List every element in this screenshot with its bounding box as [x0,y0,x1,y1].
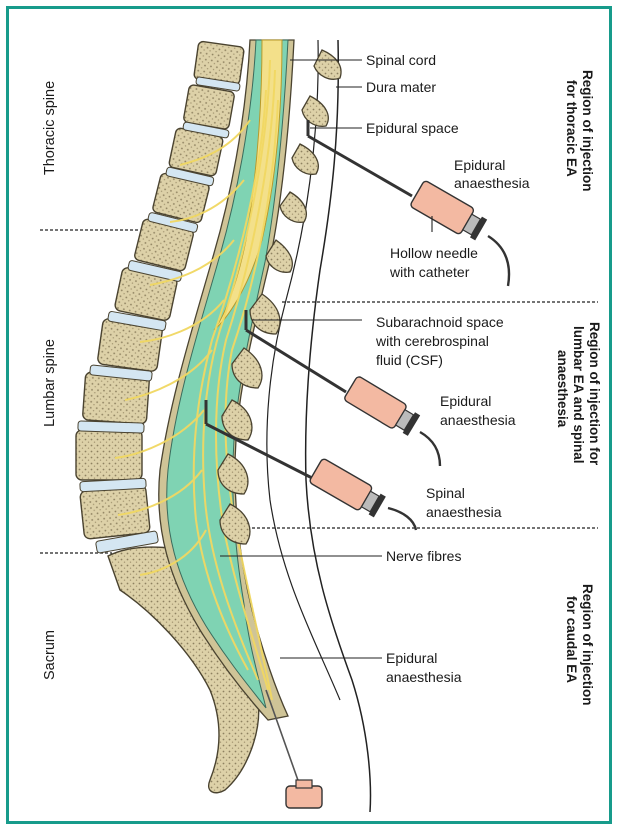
label-epidural-anaesthesia-2b: anaesthesia [440,412,516,428]
region-caudal-line1: Region of injection [580,584,595,706]
region-lumbar-line2: lumbar EA and spinal [571,326,586,464]
region-lumbar-line3: anaesthesia [555,350,570,428]
label-sacrum: Sacrum [42,630,58,680]
label-epidural-anaesthesia-3a: Epidural [386,650,437,666]
region-thoracic-line2: for thoracic EA [564,80,579,177]
region-caudal-line2: for caudal EA [564,596,579,683]
label-subarachnoid-c: fluid (CSF) [376,352,443,368]
label-nerve-fibres: Nerve fibres [386,548,461,564]
label-spinal-cord: Spinal cord [366,52,436,68]
label-hollow-needle-a: Hollow needle [390,245,478,261]
label-subarachnoid-b: with cerebrospinal [375,333,489,349]
label-epidural-anaesthesia-2a: Epidural [440,393,491,409]
label-epidural-anaesthesia-1a: Epidural [454,157,505,173]
region-thoracic-line1: Region of injection [580,70,595,192]
thoracic-ea-needle [308,120,509,286]
region-lumbar-line1: Region of injection for [587,322,602,466]
region-lumbar: Region of injection for lumbar EA and sp… [555,322,602,466]
label-hollow-needle-b: with catheter [389,264,470,280]
label-lumbar-spine: Lumbar spine [42,339,58,427]
label-epidural-anaesthesia-1b: anaesthesia [454,175,530,191]
label-thoracic-spine: Thoracic spine [42,81,58,175]
region-thoracic: Region of injection for thoracic EA [564,70,595,192]
label-spinal-anaesthesia-b: anaesthesia [426,504,502,520]
label-epidural-anaesthesia-3b: anaesthesia [386,669,462,685]
label-epidural-space: Epidural space [366,120,459,136]
label-dura-mater: Dura mater [366,79,436,95]
region-caudal: Region of injection for caudal EA [564,584,595,706]
label-subarachnoid-a: Subarachnoid space [376,314,504,330]
label-spinal-anaesthesia-a: Spinal [426,485,465,501]
